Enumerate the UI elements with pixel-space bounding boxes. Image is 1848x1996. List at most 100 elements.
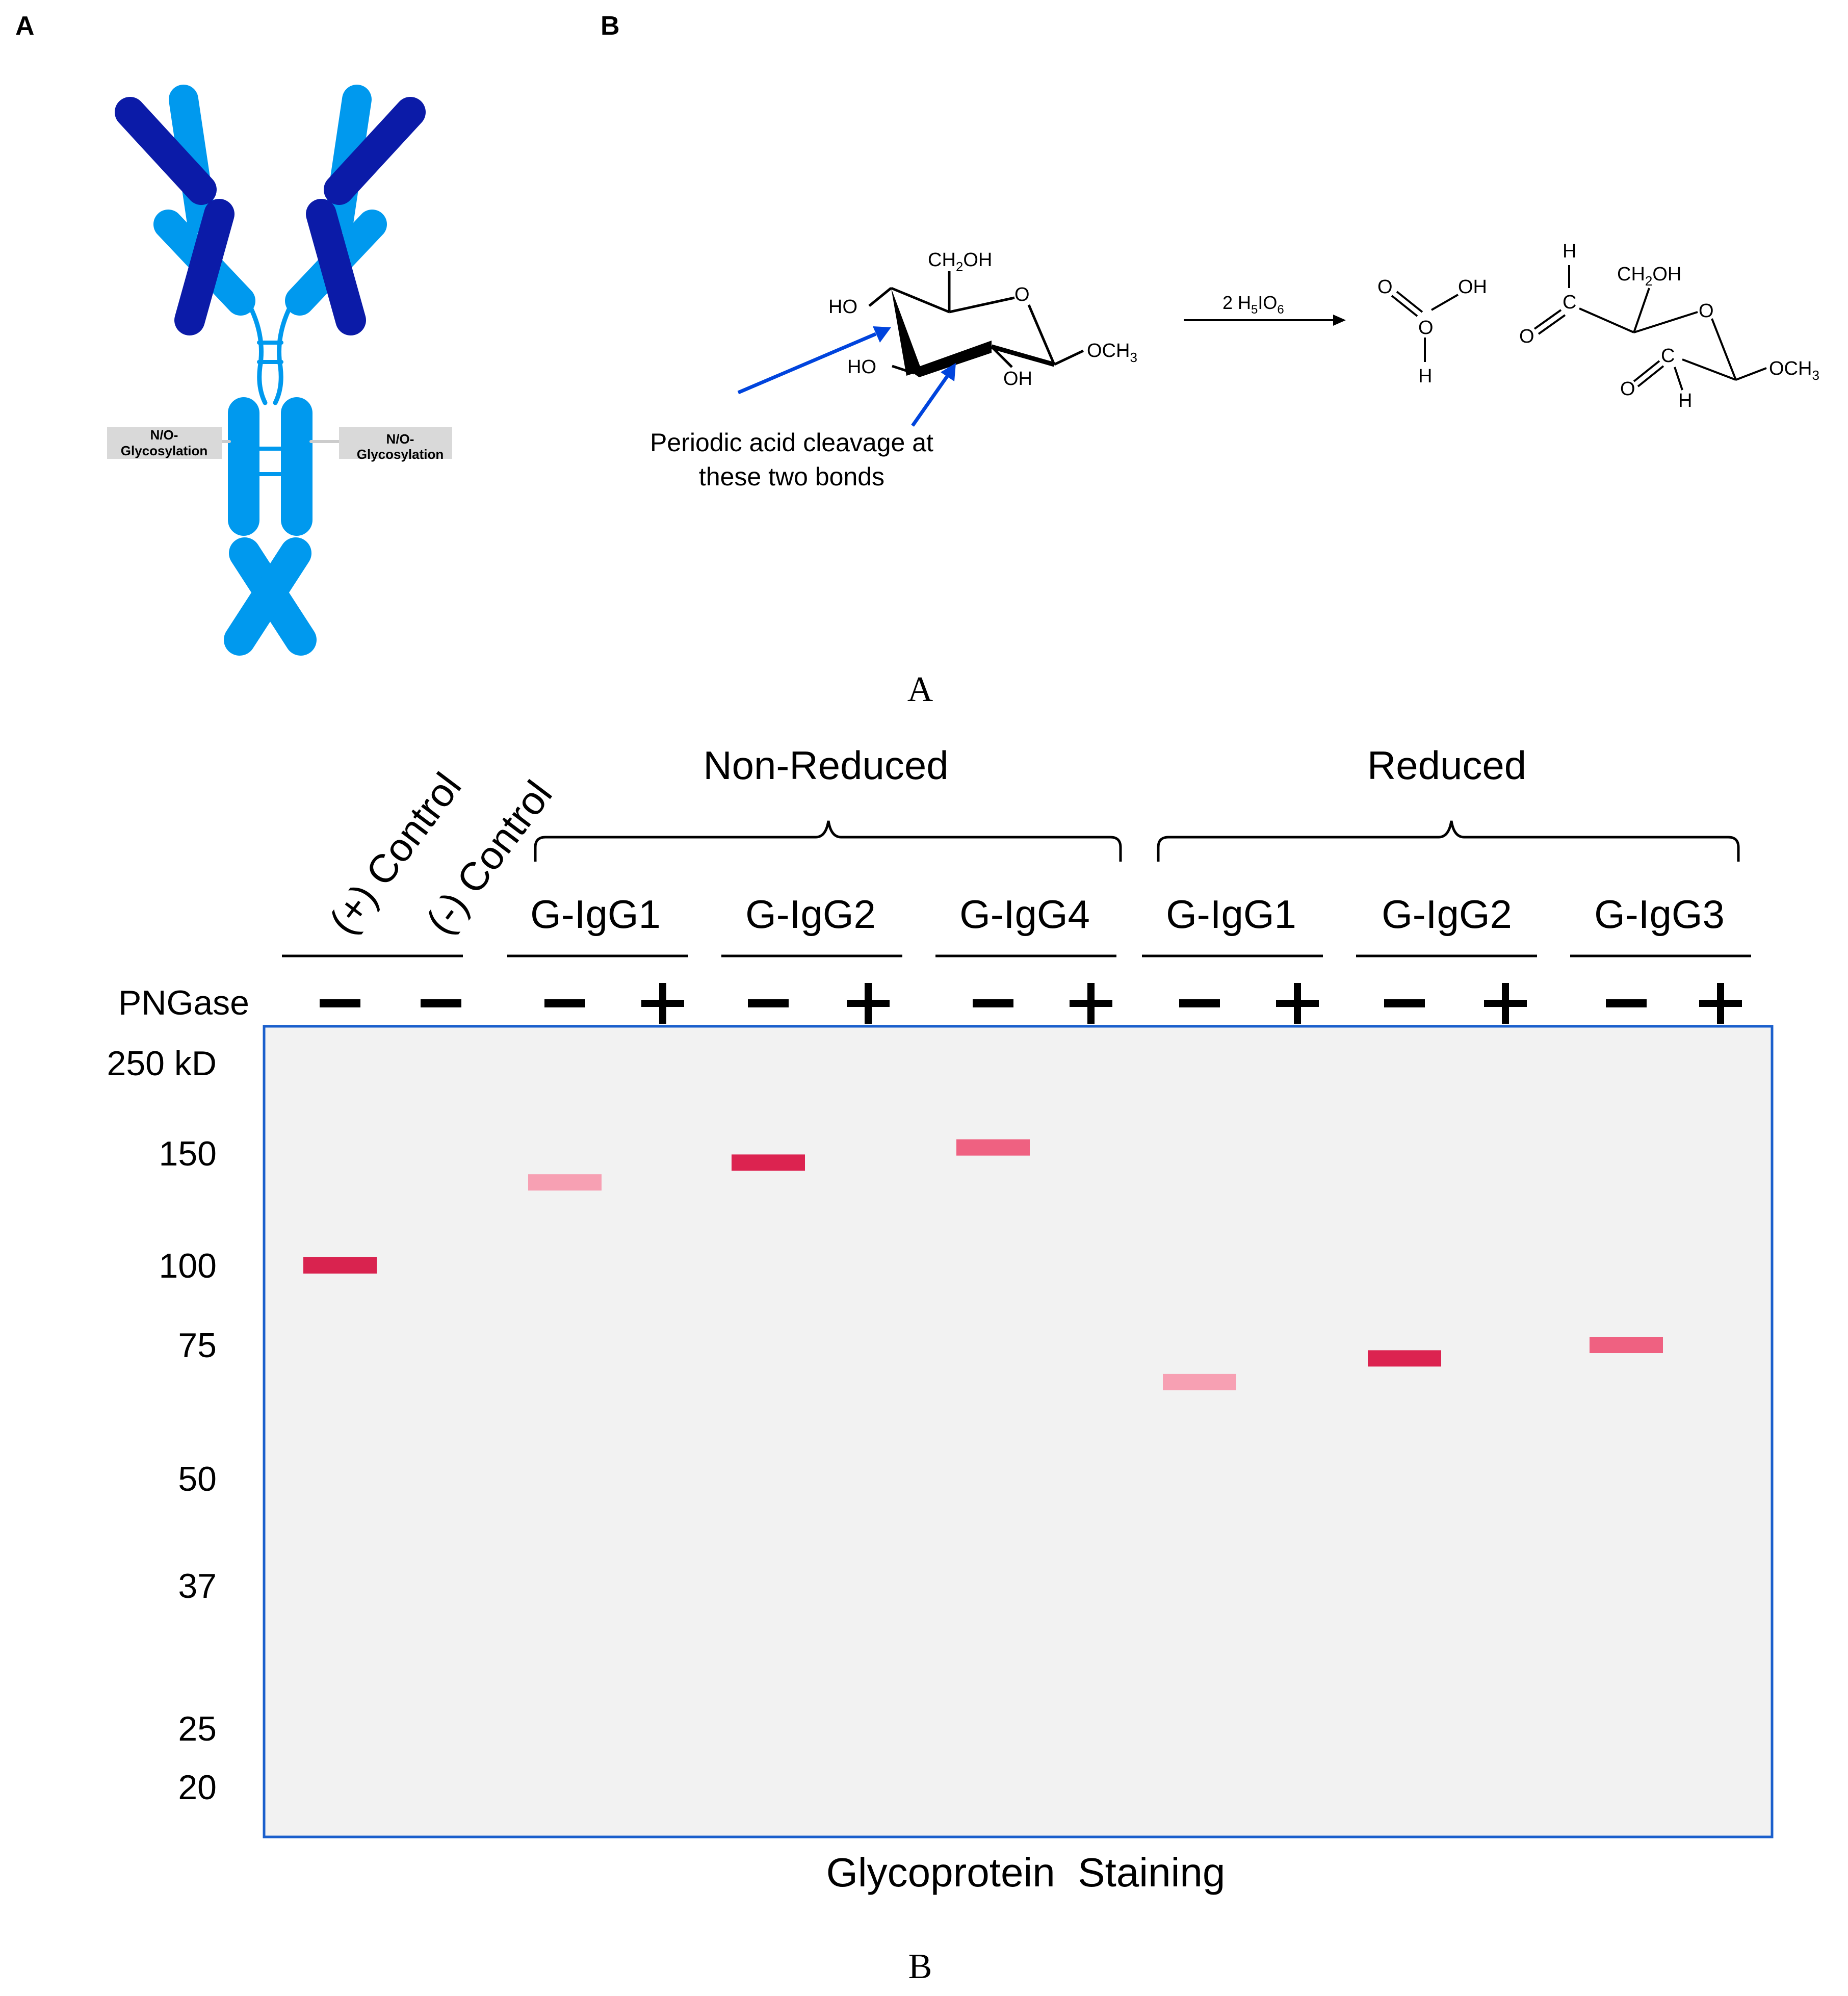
bond-c2-oh [991,346,1013,368]
brace-reduced [1157,820,1740,862]
product2-bond-o-c [1711,318,1737,380]
sample-label: G-IgG2 [1382,892,1512,937]
product1-bond-o1-double [1396,291,1423,313]
product2-bond-c2-h [1674,367,1683,391]
product2-h-top: H [1563,241,1576,262]
marker-label: 250 kD [107,1044,217,1083]
product2-ring-o: O [1699,300,1714,322]
reactant-sugar [868,271,1084,377]
product1-bond-oh [1431,294,1459,311]
gel-bands [303,1139,1663,1390]
product2-bond-och3 [1735,367,1767,381]
pngase-plus-sign [1484,983,1527,1024]
product2-bond-ring-o [1633,311,1698,333]
product-formic-acid [1391,291,1459,362]
left-heavy-chain-lower [174,199,235,335]
right-heavy-chain-upper [324,97,426,205]
gel-band [1590,1337,1663,1353]
pngase-minus-sign [1384,999,1425,1007]
pngase-minus-sign [973,999,1013,1007]
marker-label: 100 [159,1247,217,1285]
gel-band [1368,1350,1441,1367]
product2-bond-c2-o-double [1637,365,1664,387]
reactant-och3: OCH3 [1087,340,1137,365]
group-header-reduced: Reduced [1367,743,1526,788]
bond-c2-c1 [991,344,1055,367]
cleavage-arrow-2-head [941,363,956,381]
left-glyco-label: N/O- Glycosylation [107,427,222,459]
caption-bottom: B [908,1947,932,1986]
sample-label: G-IgG4 [959,892,1090,937]
sample-label: G-IgG2 [745,892,876,937]
reactant-ch2oh: CH2OH [928,249,992,274]
pngase-minus-sign [1179,999,1220,1007]
hinge-right [273,303,293,405]
bond-c1-och3 [1053,349,1084,366]
marker-label: 75 [178,1326,217,1365]
reactant-ho-lower: HO [847,356,876,378]
reactant-ho-upper: HO [828,296,857,318]
product1-bond-o1 [1391,295,1418,317]
product2-o-bottom: O [1620,378,1635,400]
product1-oh: OH [1458,276,1487,298]
right-glyco-label-line2: Glycosylation [357,447,444,462]
pngase-minus-sign [544,999,585,1007]
gel-band [1163,1373,1236,1390]
product2-o-left: O [1519,326,1534,347]
right-glyco-label: N/O- Glycosylation [339,427,452,462]
product2-bond-c-c [1579,307,1634,333]
brace-non-reduced [534,820,1122,862]
right-heavy-chain-lower [306,199,366,335]
marker-label: 37 [178,1567,217,1605]
product2-bond-c-o-double [1538,314,1566,335]
product2-bond-ch2oh [1633,288,1650,333]
cleavage-arrow-1-head [873,326,891,343]
hinge-left [247,303,268,405]
left-glyco-label-line2: Glycosylation [121,443,208,458]
product2-c-top: C [1563,292,1576,313]
reagent-label: 2 H5IO6 [1222,292,1284,317]
marker-label: 20 [178,1768,217,1807]
caption-top: A [907,670,933,709]
gel-frame [263,1025,1774,1838]
reaction-arrow [1184,315,1346,326]
pngase-minus-sign [421,999,461,1007]
pngase-minus-sign [1606,999,1647,1007]
marker-label: 25 [178,1709,217,1748]
reaction-arrow-head [1333,315,1346,326]
product-dialdehyde [1533,265,1767,391]
panel-label-a: A [15,11,35,41]
product1-o1: O [1377,276,1393,298]
pngase-plus-sign [1070,983,1112,1024]
pngase-minus-sign [748,999,789,1007]
gel-band [732,1154,805,1171]
wedge-bond-c3-c2 [909,341,992,377]
sample-label: G-IgG1 [1166,892,1296,937]
product2-ch2oh: CH2OH [1617,264,1681,289]
cleavage-arrows [737,326,956,427]
annotation-line2: these two bonds [699,462,884,491]
right-glyco-label-line1: N/O- [386,431,414,447]
product1-o2: O [1418,317,1434,339]
left-glyco-label-box [107,427,222,459]
marker-label: 50 [178,1460,217,1498]
product2-bond-c-c2 [1682,358,1736,381]
reactant-ring-o: O [1014,284,1030,305]
annotation-line1: Periodic acid cleavage at [650,428,933,457]
product2-bond-c2-o [1633,360,1660,382]
wedge-bond-c4-c3 [891,288,922,376]
gel-band [303,1257,377,1274]
gel-band [528,1174,602,1191]
cleavage-arrow-2 [911,375,949,427]
bond-o-c1 [1027,304,1056,365]
sample-label: G-IgG3 [1594,892,1725,937]
right-glyco-label-box [339,427,452,459]
bond-c5-o [949,296,1015,314]
product2-c-bottom: C [1661,345,1675,367]
bond-c4-ho [868,287,892,307]
product2-och3: OCH3 [1769,358,1819,383]
product1-h: H [1418,366,1432,387]
